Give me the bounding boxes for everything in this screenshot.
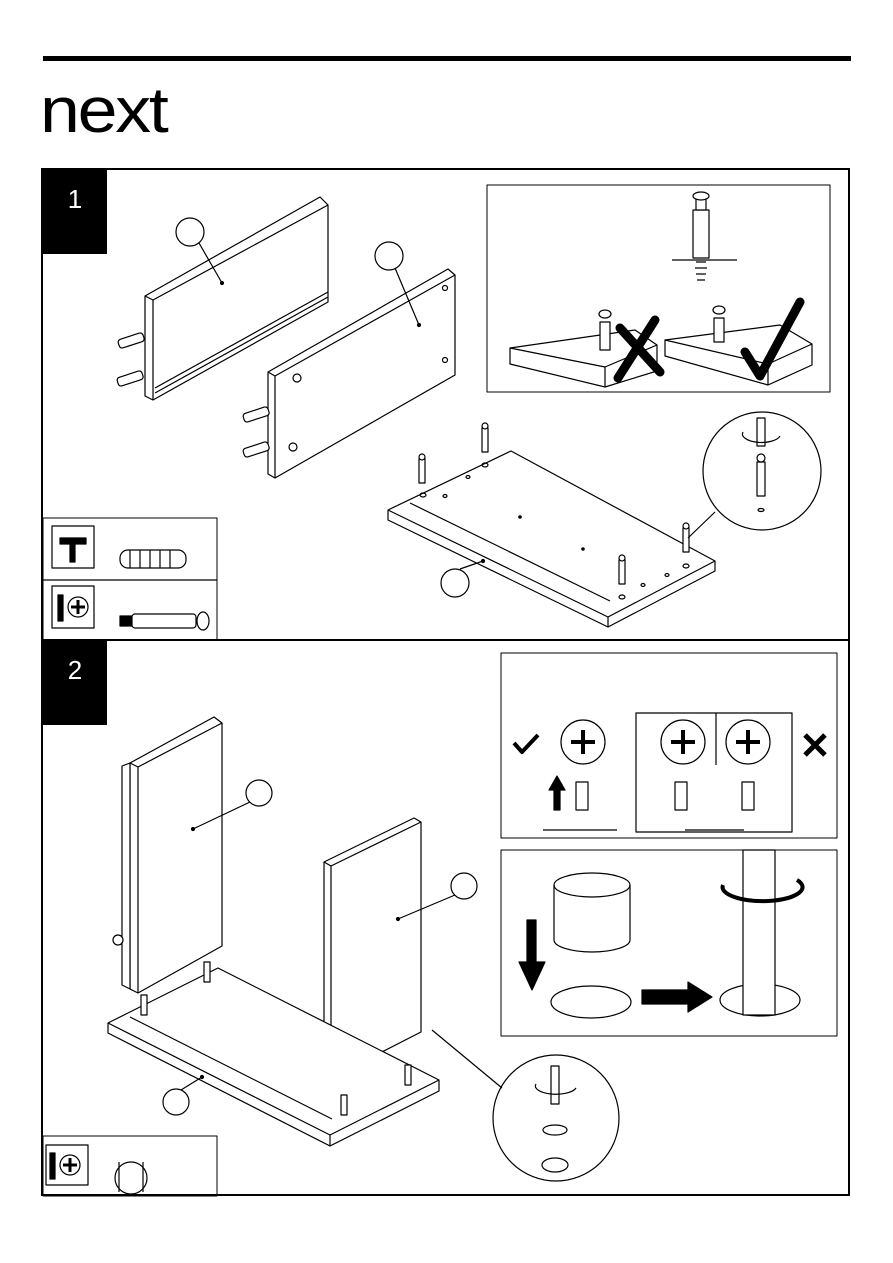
check-icon (514, 735, 538, 752)
cam-lock-rotation-detail (501, 850, 837, 1036)
screw-magnifier (688, 412, 821, 538)
cross-icon (805, 735, 825, 755)
tools-legend-step1 (43, 518, 217, 640)
screwdriver-icon (58, 595, 63, 621)
tools-legend-step2 (43, 1136, 217, 1196)
side-panel-left (113, 717, 272, 993)
cam-magnifier (432, 1030, 619, 1181)
bottom-panel-step1 (388, 423, 715, 627)
cam-bolt-detail (487, 185, 830, 392)
hammer-icon (60, 538, 86, 544)
cam-lock-orientation-detail (501, 653, 837, 838)
